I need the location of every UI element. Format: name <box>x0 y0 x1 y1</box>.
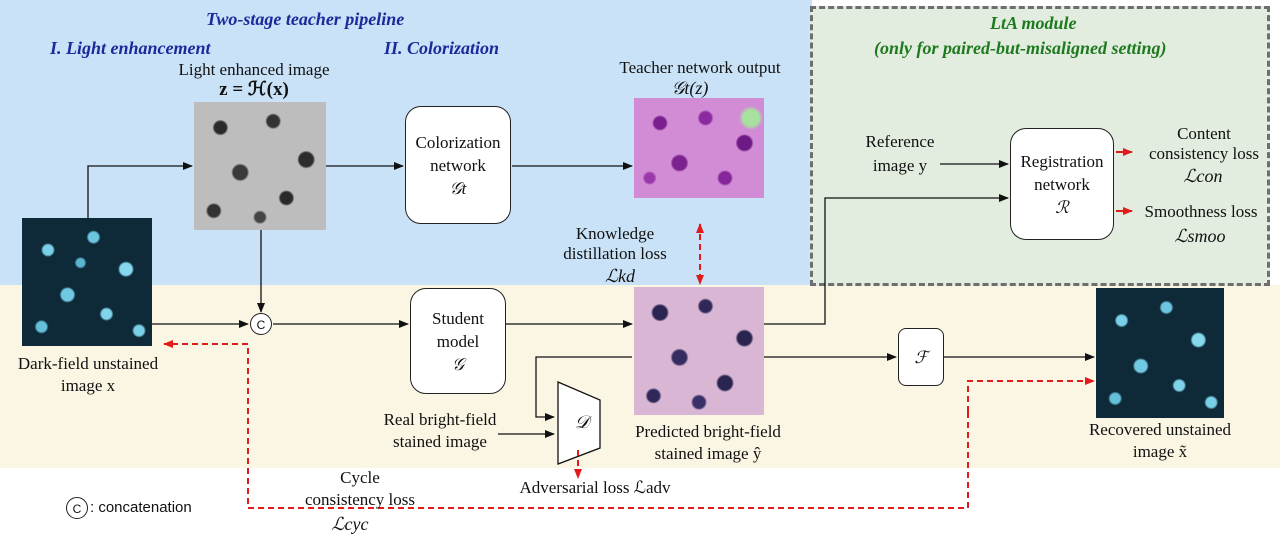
concat-legend-icon: C <box>66 497 88 519</box>
colorization-network-box: Colorization network 𝒢t <box>405 106 511 224</box>
reference-label-2: image y <box>872 156 928 175</box>
content-loss-label-1: Content <box>1177 124 1231 143</box>
input-caption-2: image x <box>60 376 116 395</box>
registration-network-box: Registration network ℛ <box>1010 128 1114 240</box>
lta-subtitle: (only for paired-but-misaligned setting) <box>874 38 1167 58</box>
real-bf-label-2: stained image <box>393 432 487 451</box>
input-caption-1: Dark-field unstained <box>17 354 159 373</box>
registration-symbol: ℛ <box>1055 197 1069 217</box>
colorization-symbol: 𝒢t <box>449 178 467 198</box>
enhanced-formula: z = ℋ(x) <box>219 79 289 100</box>
kd-loss-label-2: distillation loss <box>563 244 667 263</box>
teacher-output-formula: 𝒢t(z) <box>671 78 709 98</box>
reference-label-1: Reference <box>865 132 935 151</box>
discriminator-symbol: 𝒟 <box>574 412 590 432</box>
adversarial-loss-label: Adversarial loss ℒadv <box>519 478 671 497</box>
predicted-caption-1: Predicted bright-field <box>635 422 781 441</box>
enhanced-caption: Light enhanced image <box>178 60 330 79</box>
concat-legend-label: : concatenation <box>90 499 192 516</box>
colorization-label-2: network <box>430 155 486 175</box>
cycle-loss-label-1: Cycle <box>340 468 380 487</box>
content-loss-label-2: consistency loss <box>1148 144 1260 163</box>
recovered-caption-1: Recovered unstained <box>1088 420 1232 439</box>
stage1-title: I. Light enhancement <box>50 38 211 58</box>
recovered-unstained-image <box>1096 288 1224 418</box>
student-label-1: Student <box>432 308 484 328</box>
colorization-label-1: Colorization <box>415 132 501 152</box>
teacher-pipeline-title: Two-stage teacher pipeline <box>206 9 405 29</box>
smoothness-loss-symbol: ℒsmoo <box>1174 226 1226 246</box>
registration-label-1: Registration <box>1020 151 1104 171</box>
teacher-output-caption: Teacher network output <box>619 58 781 77</box>
inverse-network-box: ℱ <box>898 328 944 386</box>
cycle-loss-label-2: consistency loss <box>304 490 416 509</box>
real-bf-label-1: Real bright-field <box>383 410 497 429</box>
predicted-stained-image <box>634 287 764 415</box>
kd-loss-symbol: ℒkd <box>605 266 635 286</box>
student-symbol: 𝒢 <box>451 354 465 374</box>
concat-node: C <box>250 313 272 335</box>
inverse-symbol: ℱ <box>914 347 928 367</box>
lta-title: LtA module <box>990 13 1077 33</box>
teacher-output-image <box>634 98 764 198</box>
light-enhanced-image <box>194 102 326 230</box>
dark-field-input-image <box>22 218 152 346</box>
student-model-box: Student model 𝒢 <box>410 288 506 394</box>
recovered-caption-2: image x̃ <box>1132 442 1188 461</box>
cycle-loss-symbol: ℒcyc <box>331 514 369 534</box>
student-label-2: model <box>436 331 480 351</box>
stage2-title: II. Colorization <box>384 38 500 58</box>
registration-label-2: network <box>1034 174 1090 194</box>
kd-loss-label-1: Knowledge <box>575 224 655 243</box>
content-loss-symbol: ℒcon <box>1183 166 1223 186</box>
predicted-caption-2: stained image ŷ <box>654 444 762 463</box>
smoothness-loss-label: Smoothness loss <box>1144 202 1258 221</box>
